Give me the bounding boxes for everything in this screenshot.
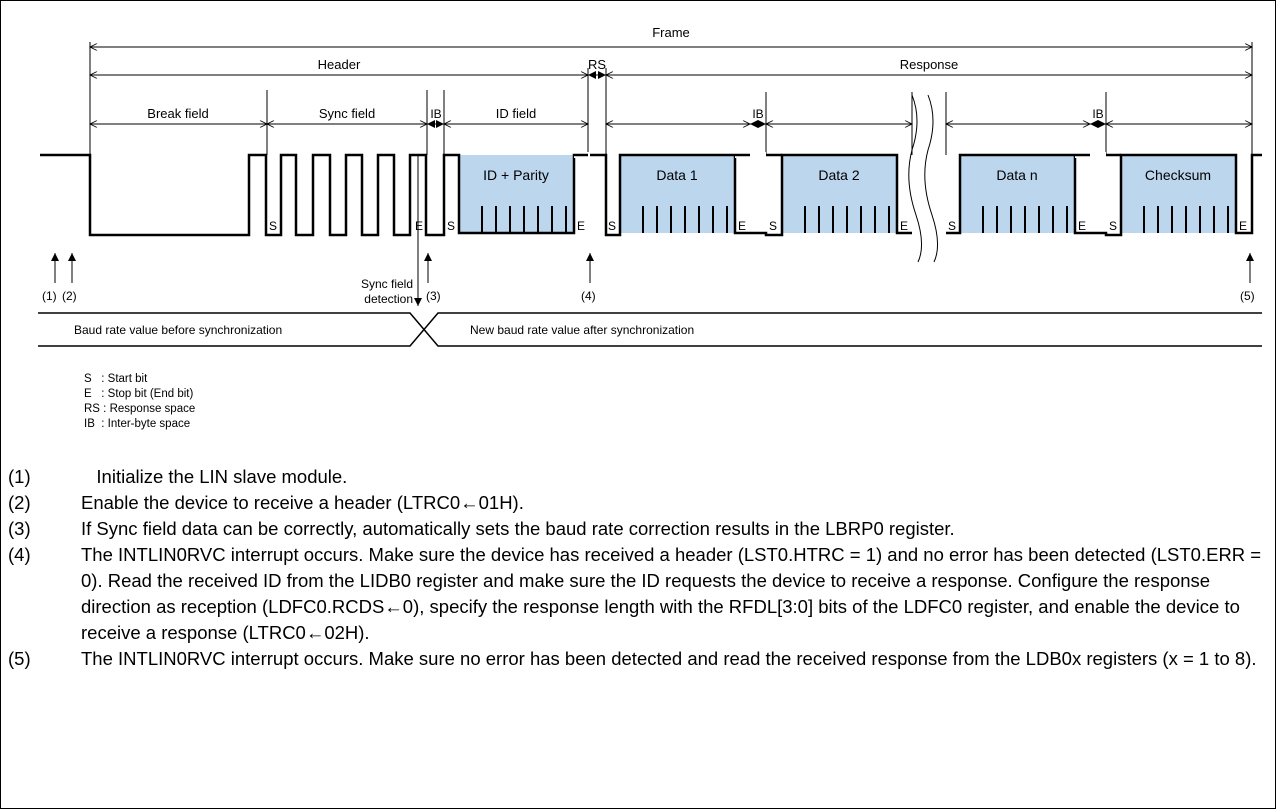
stop-bit-label: E <box>415 219 423 233</box>
ib-label-1: IB <box>430 107 441 121</box>
sync-detect-line1: Sync field <box>361 277 413 291</box>
baud-rate-bus <box>38 312 1262 347</box>
marker-1: (1) <box>42 289 57 303</box>
ib-label-3: IB <box>1092 107 1103 121</box>
frame-label: Frame <box>652 25 690 40</box>
note-item: (5) The INTLIN0RVC interrupt occurs. Make… <box>8 646 1270 672</box>
legend-row: E : Stop bit (End bit) <box>84 388 194 400</box>
id-field-label: ID field <box>496 106 536 121</box>
note-text: Initialize the LIN slave module. <box>81 466 348 487</box>
bit-ticks <box>481 206 1229 233</box>
stop-bit-label: E <box>900 219 908 233</box>
stop-bit-label: E <box>1078 219 1086 233</box>
note-text: The INTLIN0RVC interrupt occurs. Make su… <box>81 648 1257 669</box>
marker-2: (2) <box>62 289 77 303</box>
start-bit-label: S <box>608 219 616 233</box>
note-number: (3) <box>8 518 31 539</box>
note-item: (1) Initialize the LIN slave module. <box>8 464 1270 490</box>
box-label-checksum: Checksum <box>1145 167 1211 183</box>
rs-label: RS <box>588 57 606 72</box>
start-bit-label: S <box>769 219 777 233</box>
marker-3: (3) <box>426 289 441 303</box>
box-label-id: ID + Parity <box>483 167 549 183</box>
note-text: If Sync field data can be correctly, aut… <box>81 518 955 539</box>
note-number: (2) <box>8 492 31 513</box>
marker-4: (4) <box>581 289 596 303</box>
sync-field-label: Sync field <box>319 106 375 121</box>
bit-markers: S E S E S E S E S E S E <box>269 219 1247 233</box>
dimension-arrows <box>90 47 1252 128</box>
start-bit-label: S <box>269 219 277 233</box>
baud-before-label: Baud rate value before synchronization <box>74 323 282 337</box>
legend-row: S : Start bit <box>84 373 148 385</box>
start-bit-label: S <box>1109 219 1117 233</box>
datan-box <box>960 155 1075 233</box>
note-number: (5) <box>8 648 31 669</box>
data2-box <box>782 155 897 233</box>
lin-waveform <box>40 153 1262 237</box>
note-text: The INTLIN0RVC interrupt occurs. Make su… <box>81 544 1262 643</box>
event-arrows <box>51 155 1254 306</box>
marker-5: (5) <box>1240 289 1255 303</box>
checksum-box <box>1121 155 1236 233</box>
legend-row: IB : Inter-byte space <box>84 418 191 430</box>
break-lines <box>908 94 938 263</box>
legend: S : Start bit E : Stop bit (End bit) RS … <box>84 372 195 432</box>
note-text: Enable the device to receive a header (L… <box>81 492 524 513</box>
guide-lines <box>89 42 1253 155</box>
sync-detect-line2: detection <box>364 292 413 306</box>
byte-boxes <box>459 155 1236 233</box>
legend-row: RS : Response space <box>84 403 196 415</box>
stop-bit-label: E <box>738 219 746 233</box>
note-item: (4) The INTLIN0RVC interrupt occurs. Make… <box>8 542 1270 646</box>
break-field-label: Break field <box>147 106 208 121</box>
note-item: (3) If Sync field data can be correctly, … <box>8 516 1270 542</box>
box-label-data2: Data 2 <box>818 167 859 183</box>
stop-bit-label: E <box>1239 219 1247 233</box>
note-number: (1) <box>8 466 31 487</box>
procedure-notes: (1) Initialize the LIN slave module. (2)… <box>8 464 1270 672</box>
start-bit-label: S <box>948 219 956 233</box>
id-parity-box <box>459 155 574 233</box>
response-label: Response <box>900 57 959 72</box>
stop-bit-label: E <box>577 219 585 233</box>
data1-box <box>620 155 735 233</box>
note-item: (2) Enable the device to receive a header… <box>8 490 1270 516</box>
box-label-data1: Data 1 <box>656 167 697 183</box>
baud-after-label: New baud rate value after synchronizatio… <box>470 323 694 337</box>
lin-timing-diagram: Frame Header RS Response Break field Syn… <box>38 25 1262 347</box>
start-bit-label: S <box>447 219 455 233</box>
header-label: Header <box>318 57 361 72</box>
note-number: (4) <box>8 544 31 565</box>
event-labels: (1) (2) (3) (4) (5) Sync field detection <box>42 277 1255 306</box>
ib-label-2: IB <box>752 107 763 121</box>
box-label-datan: Data n <box>996 167 1037 183</box>
